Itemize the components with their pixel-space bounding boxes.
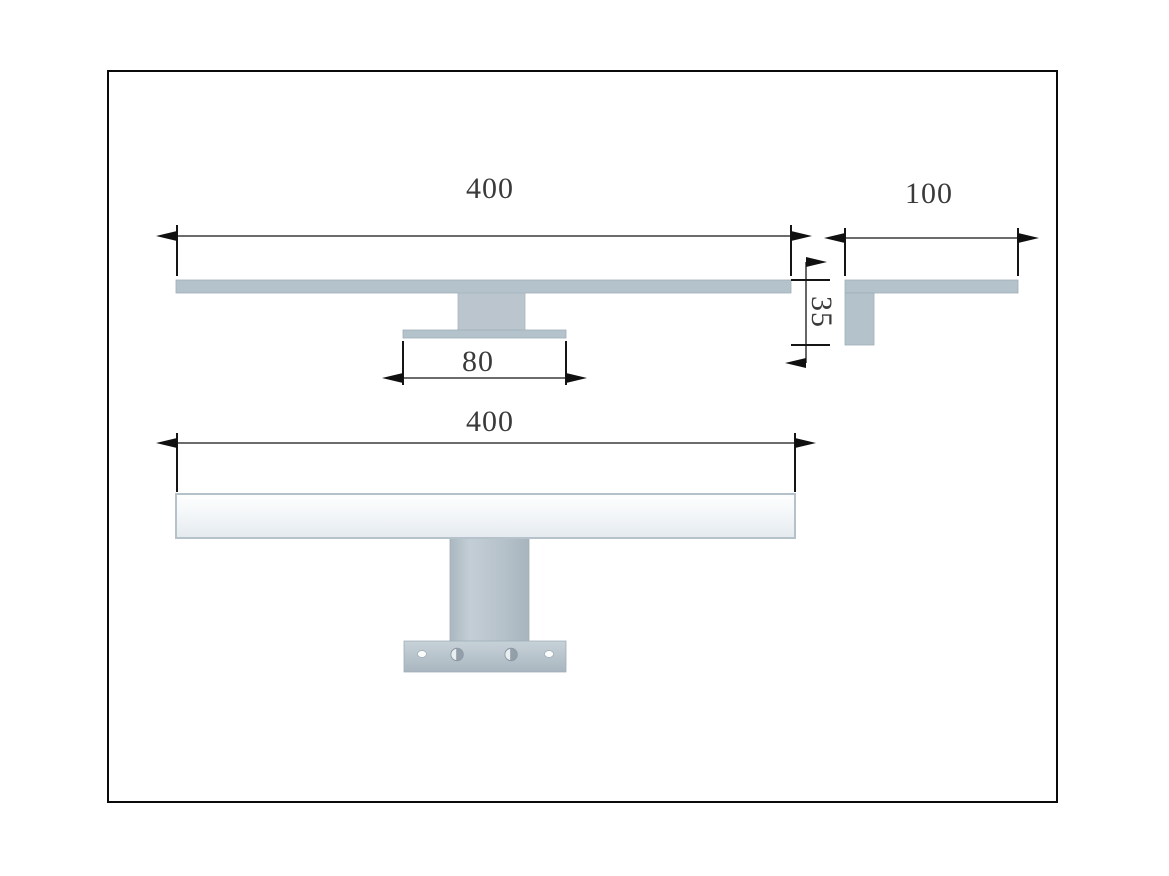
dimension-100 bbox=[824, 228, 1039, 276]
support-stem bbox=[449, 531, 530, 645]
keyhole-slot-right bbox=[504, 647, 518, 662]
side-detail-profile-group bbox=[844, 279, 1019, 346]
l-profile-top-arm bbox=[844, 279, 1019, 294]
light-bar-body bbox=[175, 493, 796, 539]
horizontal-flange bbox=[175, 279, 792, 294]
dimension-35 bbox=[785, 257, 830, 368]
dimension-label-80: 80 bbox=[462, 345, 494, 378]
dimension-label-100: 100 bbox=[905, 177, 953, 210]
keyhole-slot-left bbox=[450, 647, 464, 662]
front-view-group bbox=[175, 493, 796, 673]
dimension-label-400-top: 400 bbox=[466, 172, 514, 205]
mounting-plate bbox=[403, 640, 567, 673]
dimension-label-35: 35 bbox=[805, 296, 838, 328]
top-view-profile-group bbox=[175, 279, 792, 339]
vertical-stem bbox=[457, 292, 526, 332]
dimension-label-400-front: 400 bbox=[466, 405, 514, 438]
dimension-400-front bbox=[156, 433, 816, 492]
mounting-hole-left bbox=[417, 650, 427, 658]
dimension-400-top bbox=[156, 225, 812, 276]
bottom-flange bbox=[402, 329, 567, 339]
l-profile-vertical-leg bbox=[844, 292, 875, 346]
mounting-hole-right bbox=[544, 650, 554, 658]
dimension-80 bbox=[382, 341, 587, 385]
drawing-border-frame bbox=[107, 70, 1058, 803]
